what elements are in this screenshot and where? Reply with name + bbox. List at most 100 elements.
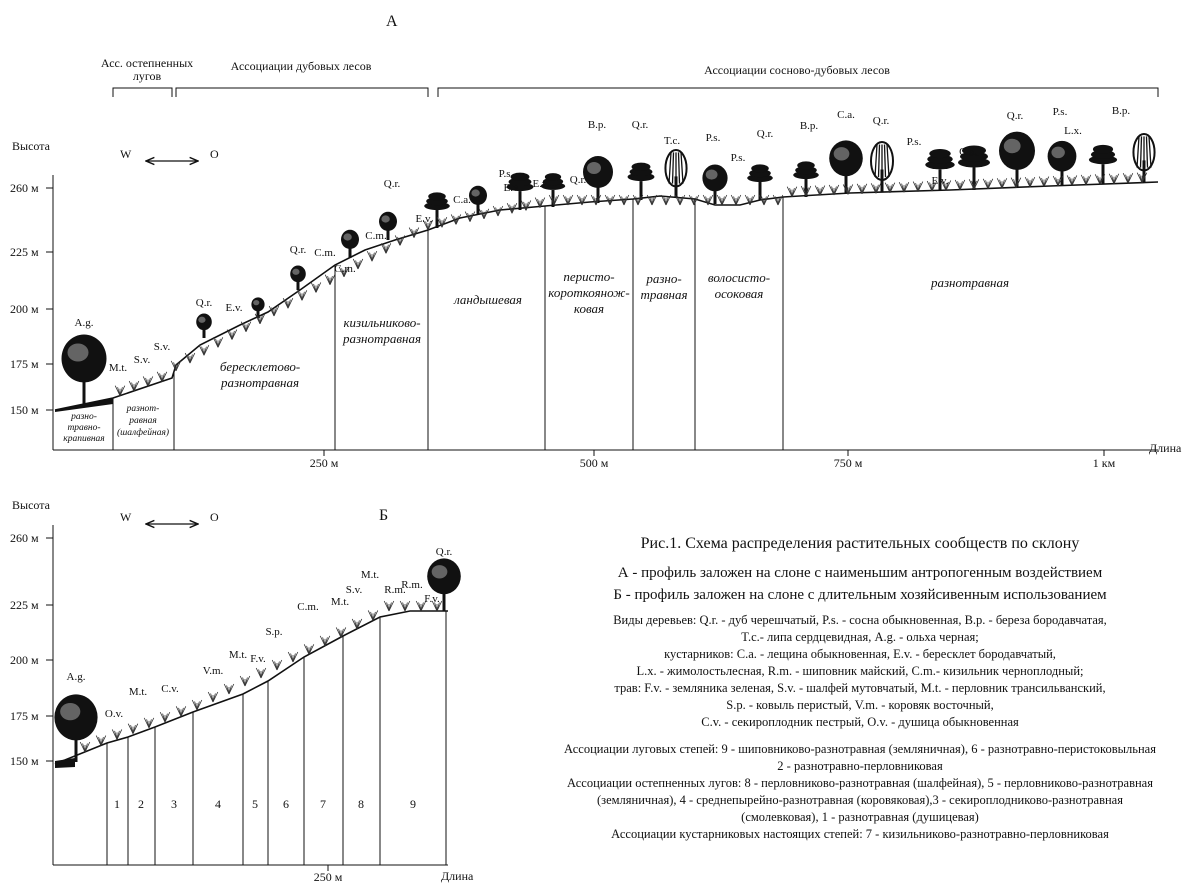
plant-label: Q.r. <box>436 546 453 558</box>
zone-number: 1 <box>114 797 120 811</box>
plant-label: B.p. <box>1112 105 1131 117</box>
plant-label: C.m. <box>297 601 319 613</box>
oak-tree-icon <box>196 313 212 338</box>
birch-tree-icon <box>870 141 894 192</box>
oak-tree-icon <box>379 211 397 240</box>
grass-icon <box>159 711 171 723</box>
vegetation-a: A.g.M.t.S.v.S.v.Q.r.E.v.Q.r.C.m.C.m.Q.r.… <box>61 105 1156 405</box>
grass-icon <box>310 282 322 293</box>
zone-label: травная <box>640 287 687 302</box>
plant-label: A.g. <box>75 317 94 329</box>
pine-tree-icon <box>958 145 990 190</box>
y-tick-label: 200 м <box>10 653 39 667</box>
grass-icon <box>143 717 155 729</box>
grass-icon <box>534 197 546 208</box>
association-line: (смолевковая), 1 - разнотравная (душицев… <box>741 810 979 824</box>
terrain-profile-b <box>54 610 448 765</box>
grass-icon <box>296 290 308 301</box>
panel-b-letter: Б <box>379 507 388 524</box>
grass-icon <box>207 691 219 703</box>
pine-tree-icon <box>424 192 450 228</box>
zone-label: ландышевая <box>453 292 522 307</box>
oak-tree-icon <box>341 229 359 258</box>
plant-label: Q.r. <box>873 115 890 127</box>
grass-icon <box>431 600 443 612</box>
plant-label: M.t. <box>229 649 248 661</box>
x-axis-title-a: Длина <box>1149 441 1182 455</box>
oak-tree-icon <box>469 185 487 214</box>
grass-icon <box>800 185 812 197</box>
plant-label: P.s. <box>907 136 922 148</box>
grass-icon <box>954 179 966 191</box>
plant-label: E.v. <box>503 182 520 194</box>
bracket-label-pine-oak: Ассоциации сосново-дубовых лесов <box>704 63 890 77</box>
grass-icon <box>352 258 364 270</box>
plant-label: C.v. <box>161 683 179 695</box>
grass-icon <box>142 376 154 387</box>
plant-label: C.m. <box>365 230 387 242</box>
plant-label: B.p. <box>800 120 819 132</box>
association-line: Ассоциации остепненных лугов: 8 - перлов… <box>567 776 1153 790</box>
zone-number: 3 <box>171 797 177 811</box>
grass-icon <box>1094 174 1106 185</box>
grass-icon <box>646 194 658 206</box>
zone-dividers-a <box>112 197 784 450</box>
oak-tree-icon <box>251 297 265 318</box>
grass-icon <box>926 180 938 192</box>
plant-label: L.x. <box>1064 125 1082 137</box>
plant-label: A.g. <box>67 671 86 683</box>
x-axis-title-b: Длина <box>441 869 474 883</box>
plant-label: E.v. <box>415 213 432 225</box>
pine-tree-icon <box>506 172 534 210</box>
plant-label: C.m. <box>314 247 336 259</box>
grass-icon <box>576 194 588 206</box>
zone-label: крапивная <box>63 434 104 444</box>
grass-icon <box>394 235 406 246</box>
y-tick-label: 200 м <box>10 302 39 316</box>
oak-tree-icon <box>427 558 461 611</box>
plant-label: S.v. <box>346 584 363 596</box>
grass-icon <box>716 194 728 206</box>
plant-label: C.a. <box>959 146 977 158</box>
zone-label: перисто- <box>563 269 614 284</box>
y-tick-label: 260 м <box>10 181 39 195</box>
grass-icon <box>415 600 427 612</box>
zone-label: разно- <box>645 271 681 286</box>
plant-label: Q.r. <box>632 119 649 131</box>
grass-icon <box>111 729 123 740</box>
y-ticks-b: 260 м 225 м 200 м 175 м 150 м <box>10 531 53 768</box>
plant-label: R.m. <box>384 584 406 596</box>
zone-label: разнотравная <box>342 331 421 346</box>
grass-icon <box>223 683 235 695</box>
grass-icon <box>436 217 448 228</box>
grass-icon <box>492 205 504 217</box>
grass-icon <box>604 194 616 206</box>
panel-b: Б Высота 260 м 225 м 200 м 175 м 150 м 2… <box>10 498 474 883</box>
caption-profile-a: А - профиль заложен на слоне с наименьши… <box>617 565 1103 581</box>
x-tick-label: 500 м <box>580 456 609 470</box>
grass-icon <box>282 297 294 309</box>
grass-icon <box>351 618 363 630</box>
grass-icon <box>758 194 770 206</box>
grass-icon <box>338 266 350 277</box>
zone-number: 7 <box>320 797 326 811</box>
grass-icon <box>383 600 395 612</box>
zone-number: 5 <box>252 797 258 811</box>
grass-icon <box>287 651 299 663</box>
zone-number: 2 <box>138 797 144 811</box>
direction-west: W <box>120 147 132 161</box>
oak-tree-icon <box>702 164 728 204</box>
grass-icon <box>506 203 518 214</box>
grass-icon <box>940 180 952 191</box>
plant-label: S.v. <box>134 354 151 366</box>
plant-label: E.v. <box>532 178 549 190</box>
vegetation-b: A.g.O.v.M.t.C.v.V.m.M.t.F.v.S.p.C.m.M.t.… <box>54 546 461 762</box>
zone-label: короткоянож- <box>548 285 629 300</box>
grass-icon <box>1136 172 1148 183</box>
zone-label: осоковая <box>715 286 764 301</box>
grass-icon <box>184 352 196 364</box>
grass-icon <box>114 385 126 396</box>
y-tick-label: 260 м <box>10 531 39 545</box>
plant-label: M.t. <box>129 686 148 698</box>
y-axis-title-a: Высота <box>12 139 51 153</box>
